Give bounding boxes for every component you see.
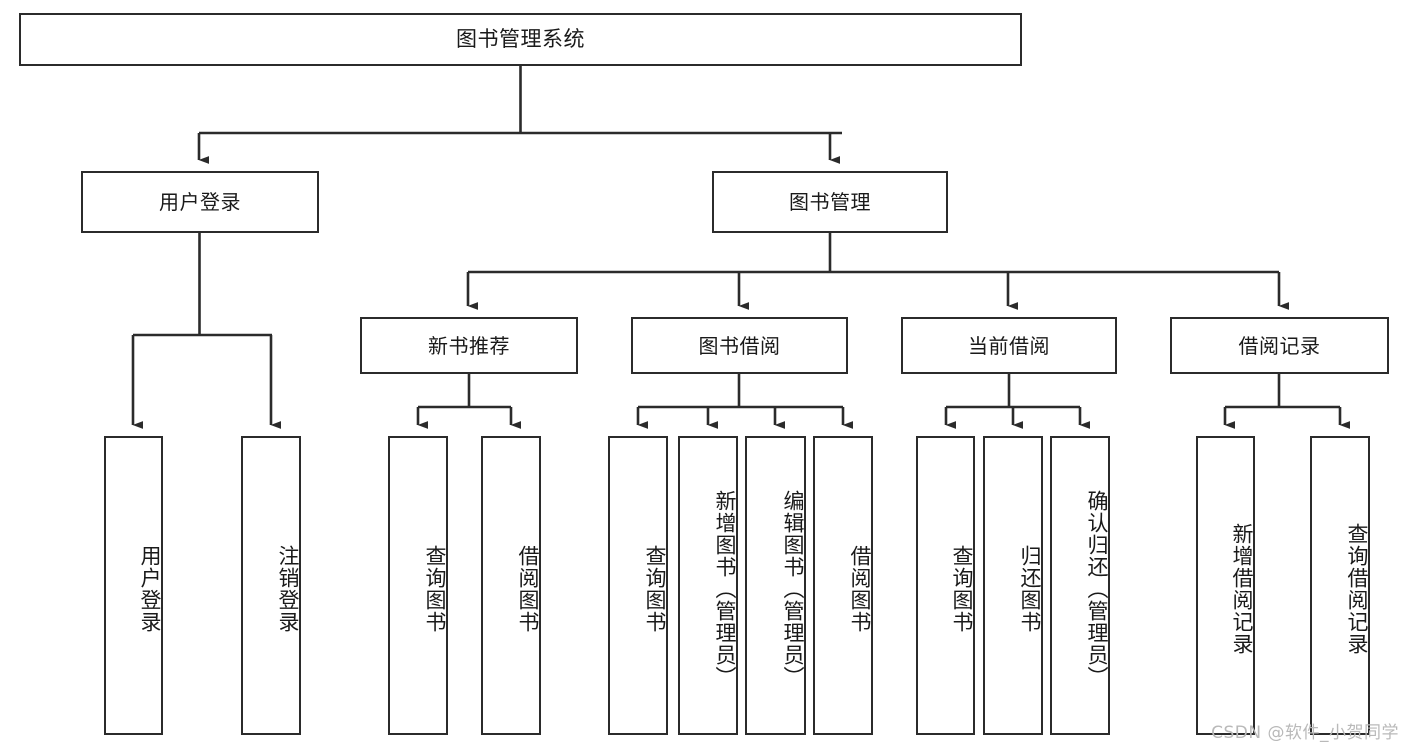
leaf-edit-book-admin[interactable]: 编辑图书（管理员） <box>745 436 806 735</box>
leaf-return-book[interactable]: 归还图书 <box>983 436 1043 735</box>
leaf-add-book-admin[interactable]: 新增图书（管理员） <box>678 436 738 735</box>
node-book-management[interactable]: 图书管理 <box>712 171 948 233</box>
node-label: 借阅图书 <box>848 544 872 633</box>
node-label: 图书借阅 <box>698 333 781 358</box>
node-label: 注销登录 <box>276 544 300 633</box>
node-label: 图书管理 <box>789 190 871 214</box>
node-label: 编辑图书（管理员） <box>781 489 805 688</box>
node-label: 归还图书 <box>1018 544 1042 633</box>
leaf-add-borrow-record[interactable]: 新增借阅记录 <box>1196 436 1255 735</box>
node-book-borrow[interactable]: 图书借阅 <box>631 317 848 374</box>
leaf-user-login[interactable]: 用户登录 <box>104 436 163 735</box>
node-label: 查询图书 <box>423 544 447 633</box>
node-user-login[interactable]: 用户登录 <box>81 171 319 233</box>
node-label: 查询借阅记录 <box>1345 522 1369 655</box>
leaf-query-borrow-record[interactable]: 查询借阅记录 <box>1310 436 1370 735</box>
node-label: 借阅图书 <box>516 544 540 633</box>
node-label: 新增借阅记录 <box>1230 522 1254 655</box>
node-label: 新增图书（管理员） <box>713 489 737 688</box>
node-root-book-management-system[interactable]: 图书管理系统 <box>19 13 1022 66</box>
node-label: 确认归还（管理员） <box>1085 489 1109 688</box>
node-current-borrow[interactable]: 当前借阅 <box>901 317 1117 374</box>
node-label: 查询图书 <box>643 544 667 633</box>
leaf-lend-book[interactable]: 借阅图书 <box>813 436 873 735</box>
leaf-query-book-newbook[interactable]: 查询图书 <box>388 436 448 735</box>
node-label: 用户登录 <box>159 190 241 214</box>
node-label: 查询图书 <box>950 544 974 633</box>
node-label: 用户登录 <box>138 544 162 633</box>
leaf-confirm-return-admin[interactable]: 确认归还（管理员） <box>1050 436 1110 735</box>
leaf-logout[interactable]: 注销登录 <box>241 436 301 735</box>
node-borrow-record[interactable]: 借阅记录 <box>1170 317 1389 374</box>
node-label: 新书推荐 <box>428 333 510 358</box>
leaf-query-book-borrow[interactable]: 查询图书 <box>608 436 668 735</box>
node-label: 图书管理系统 <box>456 26 585 51</box>
node-label: 借阅记录 <box>1238 333 1321 358</box>
node-new-book-recommend[interactable]: 新书推荐 <box>360 317 578 374</box>
leaf-borrow-book-newbook[interactable]: 借阅图书 <box>481 436 541 735</box>
leaf-query-book-current[interactable]: 查询图书 <box>916 436 975 735</box>
node-label: 当前借阅 <box>968 333 1050 358</box>
